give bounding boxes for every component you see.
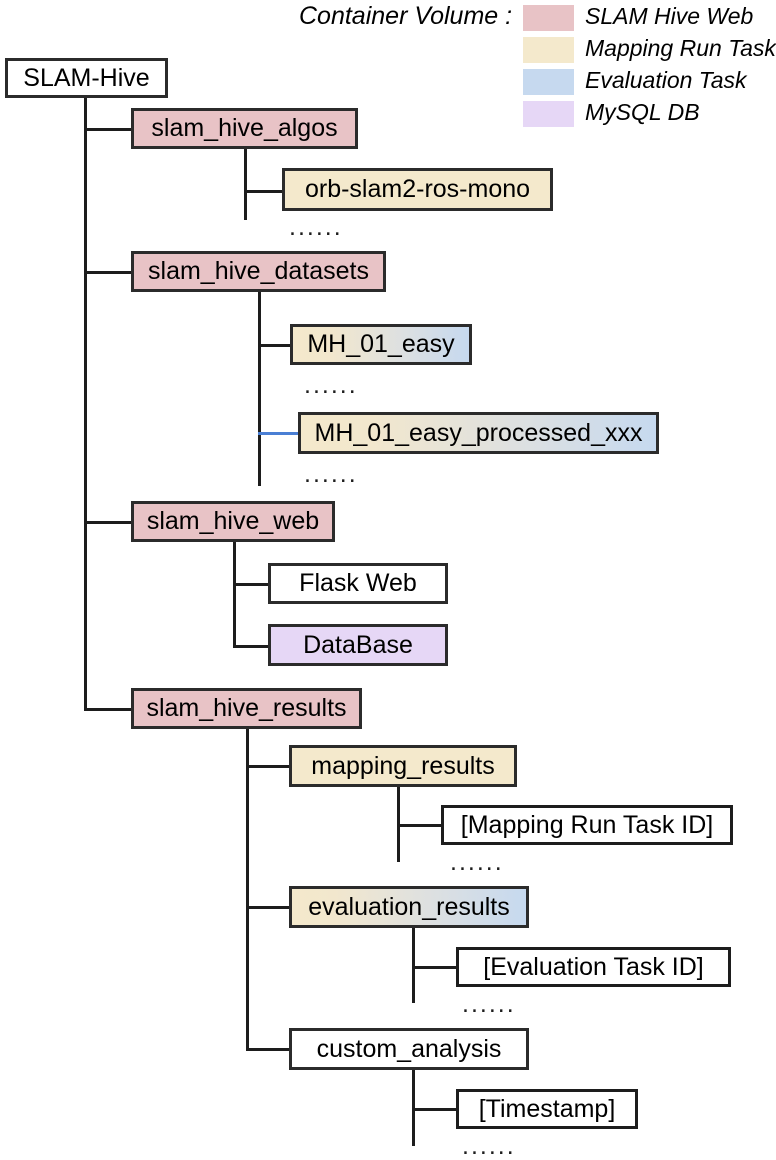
node-label: slam_hive_web (146, 507, 320, 535)
legend-label-mysql-db: MySQL DB (585, 99, 700, 125)
legend-label-slam-hive-web: SLAM Hive Web (585, 3, 754, 29)
node-label: [Timestamp] (478, 1094, 616, 1123)
node-slam-hive[interactable]: SLAM-Hive (5, 58, 168, 98)
node-label: DataBase (303, 630, 413, 659)
node-custom-analysis[interactable]: custom_analysis (289, 1028, 529, 1070)
ellipsis-algos: ...... (289, 213, 343, 241)
node-mh-01-easy-processed-xxx[interactable]: MH_01_easy_processed_xxx (298, 412, 659, 454)
node-label: evaluation_results (308, 892, 510, 921)
legend-item-mapping-run-task: Mapping Run Task (523, 34, 776, 64)
node-evaluation-results[interactable]: evaluation_results (289, 886, 529, 928)
connector-web-trunk (233, 541, 236, 648)
legend-item-evaluation-task: Evaluation Task (523, 66, 773, 96)
node-label: Flask Web (299, 569, 417, 597)
connector-root-to-algos (84, 128, 133, 131)
legend-label-evaluation-task: Evaluation Task (585, 67, 747, 93)
connector-algos-to-orbslam (244, 190, 290, 193)
connector-mapping-to-taskid (397, 824, 443, 827)
node-label: [Mapping Run Task ID] (460, 810, 714, 839)
node-slam-hive-datasets[interactable]: slam_hive_datasets (131, 251, 386, 292)
legend-label-mapping-run-task: Mapping Run Task (585, 35, 776, 61)
legend-item-mysql-db: MySQL DB (523, 98, 773, 128)
connector-results-to-mapping (246, 765, 290, 768)
connector-algos-trunk (244, 147, 247, 220)
connector-results-to-custom (246, 1048, 290, 1051)
connector-results-trunk (246, 728, 249, 1050)
node-label: slam_hive_datasets (148, 257, 369, 285)
node-label: slam_hive_results (146, 694, 347, 722)
node-label: MH_01_easy_processed_xxx (314, 418, 643, 447)
node-label: orb-slam2-ros-mono (304, 175, 531, 203)
connector-root-to-datasets (84, 271, 133, 274)
connector-results-to-evaluation (246, 906, 290, 909)
node-label: mapping_results (311, 751, 495, 780)
connector-evaluation-trunk (412, 928, 415, 1003)
connector-web-to-database (233, 645, 270, 648)
node-database[interactable]: DataBase (268, 624, 448, 666)
ellipsis-datasets-1: ...... (304, 371, 358, 399)
connector-custom-to-timestamp (412, 1108, 458, 1111)
node-label: SLAM-Hive (23, 63, 150, 92)
node-label: slam_hive_algos (151, 114, 338, 142)
node-mapping-run-task-id[interactable]: [Mapping Run Task ID] (441, 805, 733, 845)
connector-evaluation-to-taskid (412, 966, 458, 969)
node-flask-web[interactable]: Flask Web (268, 563, 448, 604)
connector-datasets-trunk (258, 291, 261, 486)
node-evaluation-task-id[interactable]: [Evaluation Task ID] (456, 947, 731, 987)
node-slam-hive-algos[interactable]: slam_hive_algos (131, 108, 358, 149)
node-slam-hive-results[interactable]: slam_hive_results (131, 688, 362, 729)
legend-item-slam-hive-web: SLAM Hive Web (523, 2, 773, 32)
legend-swatch-mysql-db (523, 101, 574, 127)
node-label: custom_analysis (316, 1034, 502, 1063)
node-mh-01-easy[interactable]: MH_01_easy (290, 324, 472, 365)
legend-swatch-evaluation-task (523, 69, 574, 95)
node-slam-hive-web[interactable]: slam_hive_web (131, 501, 335, 542)
node-orb-slam2-ros-mono[interactable]: orb-slam2-ros-mono (282, 168, 553, 211)
node-timestamp[interactable]: [Timestamp] (456, 1089, 638, 1129)
legend-title: Container Volume : (299, 2, 513, 30)
legend-swatch-slam-hive-web (523, 5, 574, 31)
node-mapping-results[interactable]: mapping_results (289, 745, 517, 787)
connector-root-to-web (84, 521, 133, 524)
node-label: MH_01_easy (307, 330, 455, 358)
connector-root-trunk (84, 95, 87, 710)
ellipsis-datasets-2: ...... (304, 460, 358, 488)
legend-swatch-mapping-run-task (523, 37, 574, 63)
node-label: [Evaluation Task ID] (483, 952, 704, 981)
connector-datasets-to-mh01 (258, 344, 292, 347)
ellipsis-custom: ...... (462, 1132, 516, 1160)
connector-root-to-results (84, 708, 133, 711)
connector-web-to-flask (233, 583, 270, 586)
ellipsis-evaluation: ...... (462, 990, 516, 1018)
connector-datasets-to-mh01-processed (258, 432, 298, 435)
ellipsis-mapping: ...... (450, 848, 504, 876)
